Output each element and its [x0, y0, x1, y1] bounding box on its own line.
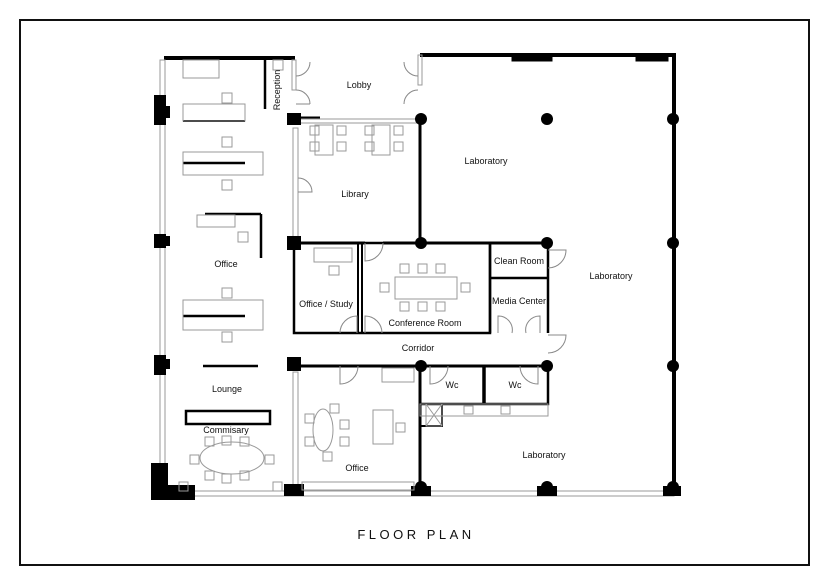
room-label-library: Library — [341, 189, 369, 199]
room-label-wc-1: Wc — [446, 380, 459, 390]
room-label-conference-room: Conference Room — [388, 318, 461, 328]
sheet-border — [19, 19, 810, 566]
furniture — [178, 59, 549, 492]
room-label-commisary: Commisary — [203, 425, 249, 435]
room-label-laboratory-east: Laboratory — [589, 271, 633, 281]
room-label-corridor: Corridor — [402, 343, 435, 353]
room-label-media-center: Media Center — [492, 296, 546, 306]
plan-title: FLOOR PLAN — [357, 527, 475, 542]
room-label-laboratory-south: Laboratory — [522, 450, 566, 460]
room-label-office-study: Office / Study — [299, 299, 353, 309]
room-label-lobby: Lobby — [347, 80, 372, 90]
room-label-office-south: Office — [345, 463, 368, 473]
doors — [295, 61, 567, 385]
room-label-clean-room: Clean Room — [494, 256, 544, 266]
room-label-office-west: Office — [214, 259, 237, 269]
room-label-laboratory-north: Laboratory — [464, 156, 508, 166]
chairs — [178, 59, 511, 492]
room-label-lounge: Lounge — [212, 384, 242, 394]
columns — [151, 95, 681, 500]
room-label-reception: Reception — [272, 70, 282, 111]
room-label-wc-2: Wc — [509, 380, 522, 390]
